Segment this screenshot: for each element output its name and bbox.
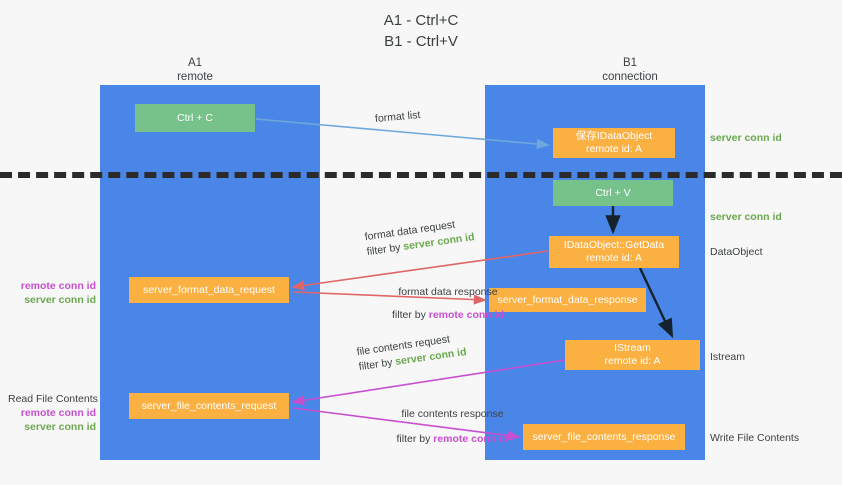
- node-server-format-data-response[interactable]: server_format_data_response: [489, 288, 646, 312]
- node-save-idataobject-line1: 保存IDataObject: [575, 130, 653, 142]
- read-file-contents-label: Read File Contents: [8, 393, 98, 405]
- left-bottom-remote-conn-id: remote conn id: [20, 407, 96, 419]
- node-ctrl-v-label: Ctrl + V: [595, 186, 631, 199]
- side-label-right-server-conn-id-top: server conn id: [710, 132, 782, 144]
- node-istream[interactable]: IStream remote id: A: [565, 340, 700, 370]
- node-ctrl-c[interactable]: Ctrl + C: [135, 104, 255, 132]
- node-save-idataobject-line2: remote id: A: [585, 143, 643, 155]
- node-server-file-contents-request[interactable]: server_file_contents_request: [129, 393, 289, 419]
- node-server-file-contents-response-label: server_file_contents_response: [532, 430, 676, 443]
- node-istream-line1: IStream: [614, 342, 651, 354]
- edge-label-format-data-response-text: format data response: [398, 286, 498, 298]
- filter-prefix: filter by: [358, 356, 397, 374]
- node-server-file-contents-request-label: server_file_contents_request: [141, 399, 277, 412]
- side-label-right-dataobject: DataObject: [710, 246, 763, 258]
- page-title: A1 - Ctrl+C B1 - Ctrl+V: [0, 10, 842, 52]
- edge-label-format-list: format list: [374, 108, 421, 127]
- side-label-right-istream: Istream: [710, 351, 746, 363]
- side-label-left-middle: remote conn id server conn id: [8, 279, 96, 307]
- side-label-right-server-conn-id-second: server conn id: [710, 211, 782, 223]
- filter-prefix: filter by: [366, 241, 405, 259]
- left-middle-remote-conn-id: remote conn id: [20, 280, 96, 292]
- lane-b1-role: connection: [602, 70, 658, 83]
- left-middle-server-conn-id: server conn id: [24, 294, 96, 306]
- side-label-right-write-file-contents: Write File Contents: [710, 432, 800, 444]
- node-server-format-data-request[interactable]: server_format_data_request: [129, 277, 289, 303]
- node-server-file-contents-response[interactable]: server_file_contents_response: [523, 424, 685, 450]
- phase-divider: [0, 172, 842, 178]
- edge-label-file-contents-response-filter: filter by remote conn id: [370, 432, 535, 447]
- node-ctrl-v[interactable]: Ctrl + V: [553, 180, 673, 206]
- filter-prefix: filter by: [396, 433, 434, 445]
- lane-a1-role: remote: [177, 70, 213, 83]
- filter-prefix: filter by: [391, 309, 429, 321]
- node-getdata-line2: remote id: A: [585, 252, 643, 264]
- node-idataobject-getdata[interactable]: IDataObject::GetData remote id: A: [549, 236, 679, 268]
- node-server-format-data-response-label: server_format_data_response: [497, 293, 638, 306]
- node-save-idataobject[interactable]: 保存IDataObject remote id: A: [553, 128, 675, 158]
- lane-a1-name: A1: [187, 57, 203, 69]
- edge-label-format-list-text: format list: [374, 109, 421, 125]
- filter-value-remote-conn-id: remote conn id: [428, 309, 505, 321]
- edge-label-file-contents-response: file contents response filter by remote …: [370, 407, 535, 447]
- title-line-2: B1 - Ctrl+V: [384, 33, 458, 50]
- edge-label-format-data-response: format data response filter by remote co…: [358, 285, 538, 323]
- lane-header-a1: A1 remote: [120, 57, 270, 84]
- edge-label-format-data-request: format data request filter by server con…: [364, 215, 476, 260]
- lane-b1-name: B1: [622, 57, 638, 69]
- side-label-left-bottom: Read File Contents remote conn id server…: [8, 392, 98, 434]
- edge-label-format-data-response-filter: filter by remote conn id: [358, 308, 538, 323]
- node-getdata-line1: IDataObject::GetData: [563, 239, 665, 251]
- left-bottom-server-conn-id: server conn id: [24, 421, 96, 433]
- node-ctrl-c-label: Ctrl + C: [177, 111, 213, 124]
- lane-header-b1: B1 connection: [530, 57, 730, 84]
- node-istream-line2: remote id: A: [604, 355, 661, 367]
- title-line-1: A1 - Ctrl+C: [383, 12, 459, 29]
- edge-label-file-contents-response-text: file contents response: [401, 408, 504, 420]
- edge-label-file-contents-request: file contents request filter by server c…: [356, 330, 468, 375]
- node-server-format-data-request-label: server_format_data_request: [143, 283, 275, 296]
- filter-value-remote-conn-id: remote conn id: [433, 433, 509, 445]
